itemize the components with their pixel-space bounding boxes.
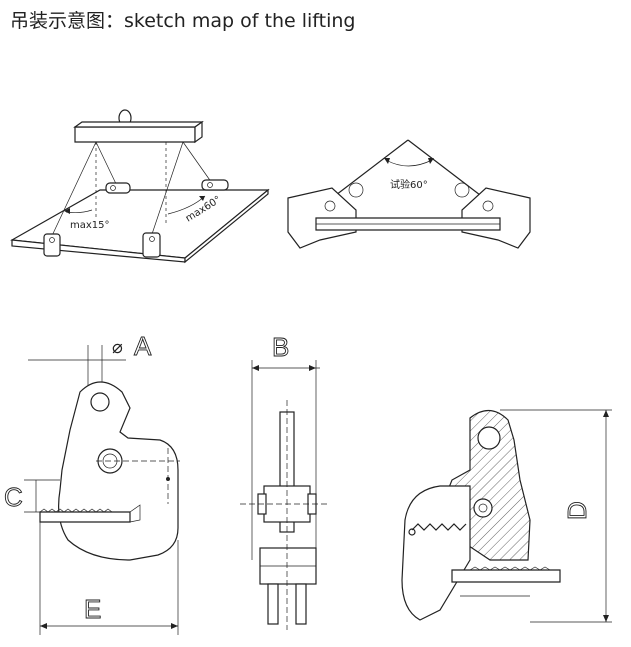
front-view-drawing: B: [240, 332, 330, 630]
lifting-scene-illustration: max15° max60°: [10, 109, 270, 264]
clamp-icon: [142, 232, 161, 258]
clamp-icon: [105, 182, 131, 194]
max-15-label: max15°: [70, 220, 110, 231]
side-view-drawing: ⌀ A C E: [4, 331, 180, 635]
test-60-label: 试验60°: [390, 178, 428, 191]
dimension-b-label: B: [272, 332, 289, 362]
diameter-symbol: ⌀: [112, 337, 123, 358]
test-angle-illustration: 试验60°: [287, 139, 531, 249]
clamp-icon: [43, 233, 61, 257]
dimension-c-label: C: [4, 482, 23, 512]
sling-chain: [49, 141, 97, 241]
dimension-e-label: E: [84, 594, 101, 624]
section-view-drawing: D: [401, 409, 612, 623]
dimension-a-label: A: [134, 331, 152, 361]
dimension-d-label: D: [562, 501, 592, 520]
clamp-icon: [201, 179, 229, 191]
spreader-beam: [74, 126, 196, 143]
page-title: 吊装示意图：sketch map of the lifting: [10, 10, 356, 32]
